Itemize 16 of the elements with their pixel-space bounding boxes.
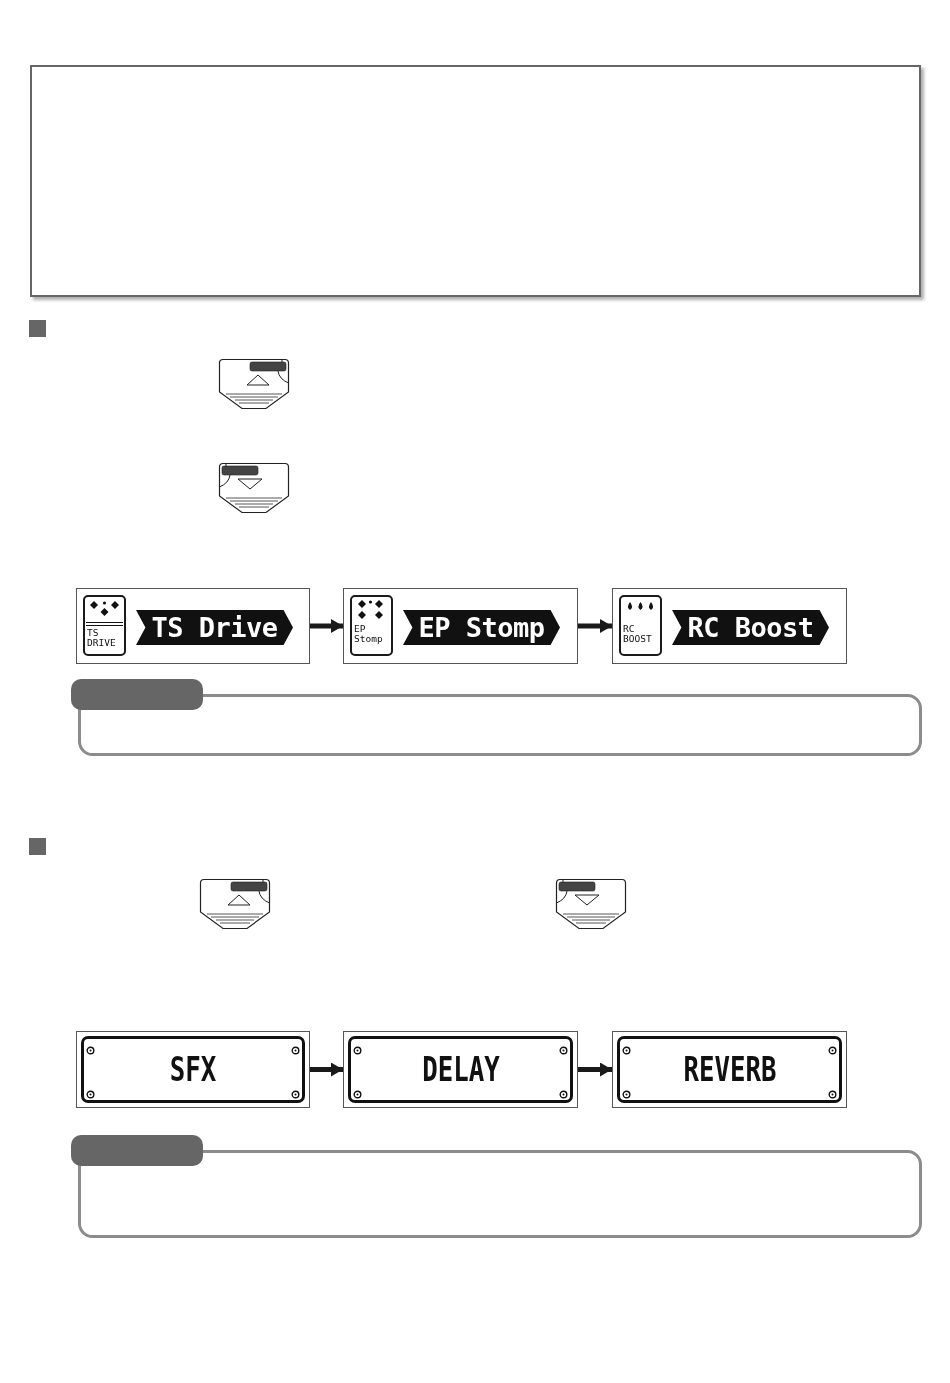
- pedal-label: EP Stomp: [354, 624, 384, 644]
- pedal-label: TS DRIVE: [87, 628, 117, 648]
- display-text: SFX: [169, 1051, 217, 1088]
- arrow: [578, 1062, 612, 1077]
- arrow: [310, 619, 343, 633]
- arrow: [310, 1062, 343, 1077]
- display-screen: [76, 588, 310, 664]
- display-text: REVERB: [683, 1051, 776, 1088]
- display-screen: [612, 588, 847, 664]
- pedal-label: RC BOOST: [623, 624, 653, 644]
- effect-name-tag: TS Drive: [136, 610, 293, 645]
- effect-name-tag: EP Stomp: [403, 610, 560, 645]
- effect-name-tag: RC Boost: [672, 610, 829, 645]
- display-screen: [343, 588, 578, 664]
- arrow: [578, 619, 612, 633]
- display-text: DELAY: [421, 1051, 500, 1088]
